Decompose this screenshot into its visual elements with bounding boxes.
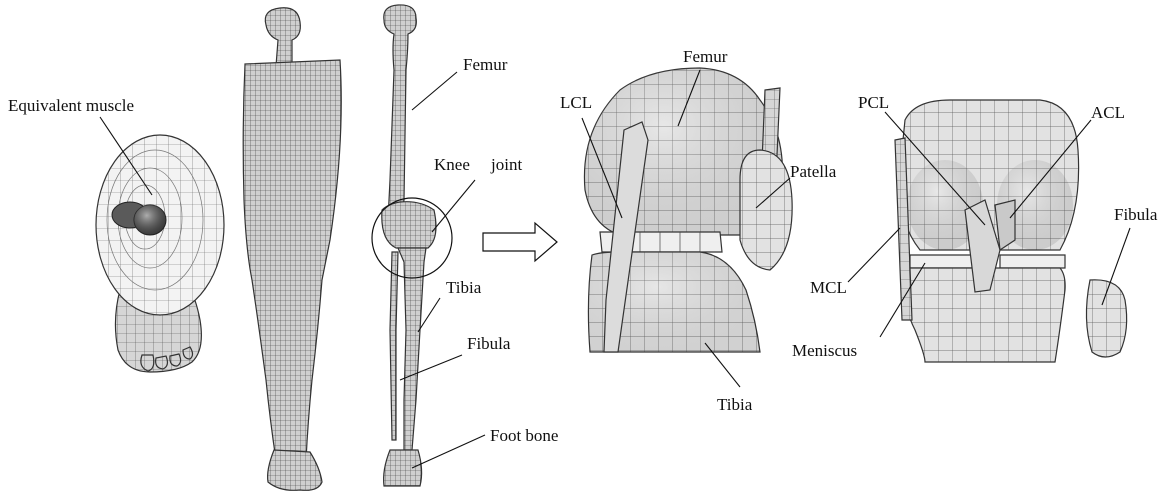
label-tibia-leg: Tibia xyxy=(446,278,482,297)
arrow-icon xyxy=(483,223,557,261)
label-equivalent-muscle: Equivalent muscle xyxy=(8,96,134,115)
label-foot-bone: Foot bone xyxy=(490,426,558,445)
equivalent-muscle-model xyxy=(96,135,224,372)
leg-skin-model xyxy=(243,8,341,491)
knee-lateral-model xyxy=(584,68,792,352)
label-femur-knee: Femur xyxy=(683,47,728,66)
label-lcl: LCL xyxy=(560,93,592,112)
label-tibia-knee: Tibia xyxy=(717,395,753,414)
label-acl: ACL xyxy=(1091,103,1125,122)
label-mcl: MCL xyxy=(810,278,847,297)
label-femur-leg: Femur xyxy=(463,55,508,74)
label-pcl: PCL xyxy=(858,93,889,112)
label-fibula-knee: Fibula xyxy=(1114,205,1158,224)
label-joint: joint xyxy=(490,155,522,174)
label-knee: Knee xyxy=(434,155,470,174)
label-meniscus: Meniscus xyxy=(792,341,857,360)
leg-skeleton-model xyxy=(372,5,452,486)
label-fibula-leg: Fibula xyxy=(467,334,511,353)
knee-posterior-model xyxy=(895,100,1127,362)
label-patella: Patella xyxy=(790,162,837,181)
